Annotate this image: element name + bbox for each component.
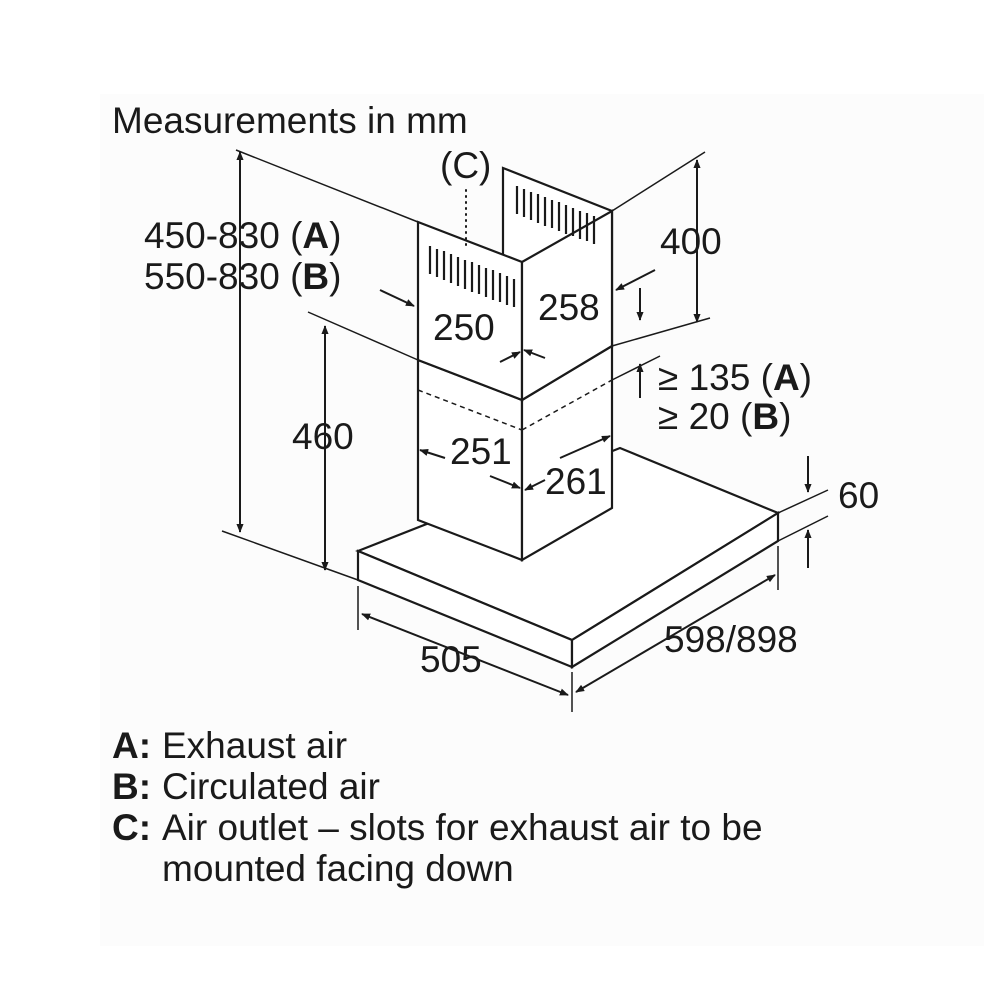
chimney-joint-side [521,379,613,431]
canopy-depth-dimension [361,613,569,696]
legend-key-b: B: [112,766,151,807]
legend-text-c: Air outlet – slots for exhaust air to be [162,807,763,848]
upper-chimney-height-label: 400 [660,221,722,262]
legend-text-c-continuation: mounted facing down [162,848,514,889]
canopy-thickness-label: 60 [838,475,879,516]
legend-key-c: C: [112,807,151,848]
upper-chimney-depth-label: 258 [538,287,600,328]
legend-text-a: Exhaust air [162,725,347,766]
lower-height-label: 460 [292,416,354,457]
legend-key-a: A: [112,725,151,766]
hood-drawing [355,166,781,669]
measurements-title: Measurements in mm [112,100,468,141]
height-range-a-label: 450-830 (A) [144,215,341,256]
exhaust-slots-back [515,186,596,244]
canopy-width-label: 598/898 [664,619,798,660]
exhaust-slots-front [428,246,516,307]
clearance-b-label: ≥ 20 (B) [658,396,791,437]
legend: A: Exhaust air B: Circulated air C: Air … [112,725,763,889]
outlet-marker-label: (C) [440,145,491,186]
lower-chimney-width-label: 251 [450,431,512,472]
canopy-depth-label: 505 [420,639,482,680]
chimney-joint-front [417,389,523,431]
clearance-a-label: ≥ 135 (A) [658,357,812,398]
legend-text-b: Circulated air [162,766,380,807]
lower-chimney-depth-label: 261 [545,461,607,502]
canopy-width-dimension [575,574,776,693]
upper-chimney-width-label: 250 [433,307,495,348]
height-range-b-label: 550-830 (B) [144,256,341,297]
dimension-lines [221,149,829,712]
